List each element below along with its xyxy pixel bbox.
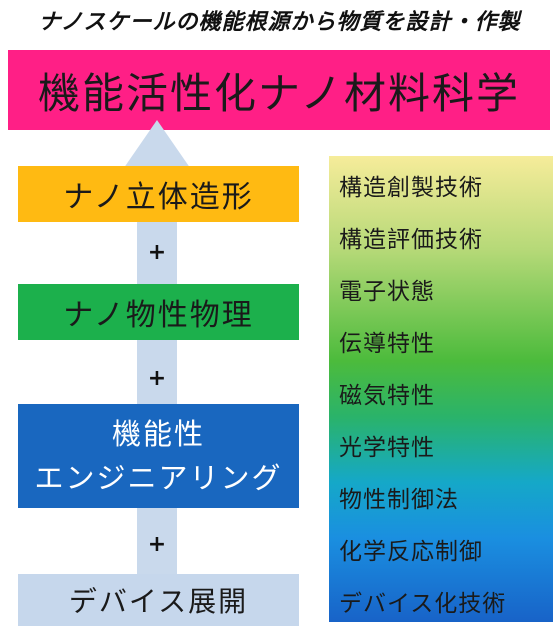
stage-device-deployment: デバイス展開 xyxy=(18,574,299,626)
upward-arrow-head-icon xyxy=(119,120,195,175)
tech-item: 構造創製技術 xyxy=(339,175,483,201)
tech-item: 物性制御法 xyxy=(339,487,459,513)
plus-connector: + xyxy=(147,366,167,391)
stage-label-line1: 機能性 xyxy=(111,417,205,451)
stage-functional-engineering: 機能性 エンジニアリング xyxy=(18,404,299,508)
plus-connector: + xyxy=(147,532,167,557)
main-title-banner: 機能活性化ナノ材料科学 xyxy=(8,50,550,130)
stage-label: ナノ立体造形 xyxy=(63,180,254,215)
stage-nano-physics: ナノ物性物理 xyxy=(18,284,299,340)
tech-item: 電子状態 xyxy=(339,279,435,305)
upward-arrow-shaft xyxy=(137,172,177,590)
subtitle: ナノスケールの機能根源から物質を設計・作製 xyxy=(38,10,521,35)
tech-item: デバイス化技術 xyxy=(339,591,507,617)
tech-item: 伝導特性 xyxy=(339,331,435,357)
plus-connector: + xyxy=(147,240,167,265)
tech-item: 磁気特性 xyxy=(339,383,435,409)
tech-item: 構造評価技術 xyxy=(339,227,483,253)
technology-panel: 構造創製技術 構造評価技術 電子状態 伝導特性 磁気特性 光学特性 物性制御法 … xyxy=(329,156,553,622)
main-title: 機能活性化ナノ材料科学 xyxy=(38,68,520,118)
tech-item: 光学特性 xyxy=(339,435,435,461)
tech-item: 化学反応制御 xyxy=(339,539,483,565)
stage-label: デバイス展開 xyxy=(68,585,249,618)
stage-label-line2: エンジニアリング xyxy=(34,461,283,495)
stage-nano-3d-fabrication: ナノ立体造形 xyxy=(18,166,299,222)
stage-label: ナノ物性物理 xyxy=(63,298,254,333)
